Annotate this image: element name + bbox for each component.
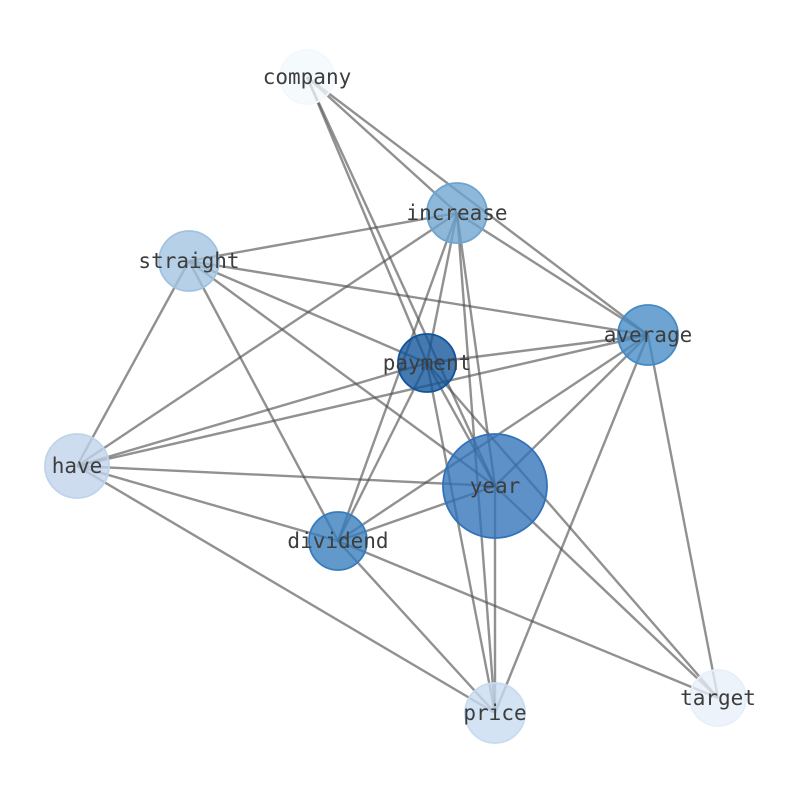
- edge-straight-dividend: [187, 260, 340, 542]
- node-target: [689, 669, 747, 727]
- node-company: [279, 49, 335, 105]
- edge-increase-straight: [188, 211, 458, 263]
- node-increase: [426, 182, 488, 244]
- node-year: [442, 433, 548, 539]
- node-average: [617, 304, 679, 366]
- edge-payment-price: [425, 362, 497, 714]
- edge-payment-target: [426, 362, 719, 699]
- edge-straight-have: [75, 260, 191, 467]
- edges-layer: [75, 76, 720, 715]
- edge-dividend-price: [337, 540, 496, 714]
- edge-company-increase: [306, 76, 458, 214]
- edge-average-price: [493, 334, 650, 714]
- edge-straight-average: [188, 259, 649, 337]
- edge-increase-average: [456, 211, 649, 337]
- node-payment: [397, 333, 457, 393]
- node-straight: [158, 230, 220, 292]
- edge-straight-payment: [188, 259, 428, 365]
- edge-average-have: [76, 333, 649, 468]
- node-dividend: [308, 511, 368, 571]
- node-have: [44, 433, 110, 499]
- edge-payment-dividend: [336, 362, 429, 542]
- edge-company-payment: [305, 76, 429, 364]
- edge-have-dividend: [76, 464, 339, 543]
- edge-increase-have: [76, 212, 458, 467]
- edge-payment-have: [76, 361, 428, 468]
- nodes-layer: [44, 49, 747, 744]
- edge-average-target: [646, 334, 720, 699]
- node-price: [464, 682, 526, 744]
- edge-increase-dividend: [336, 212, 459, 542]
- edge-company-year: [305, 76, 497, 487]
- edge-have-year: [76, 464, 496, 488]
- edge-average-payment: [426, 333, 649, 365]
- edge-have-price: [76, 464, 496, 715]
- edge-dividend-target: [337, 539, 719, 700]
